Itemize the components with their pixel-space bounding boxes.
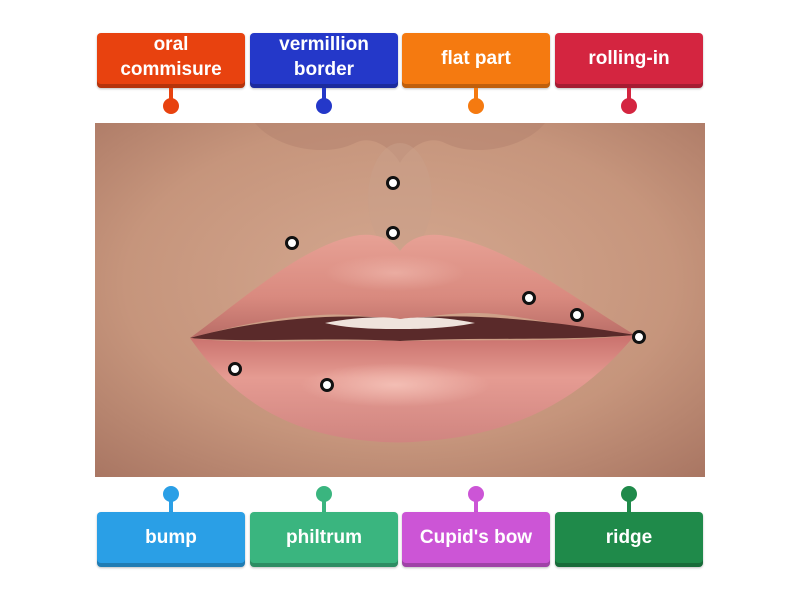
label-text: Cupid's bow: [419, 527, 533, 548]
connector-pin: [468, 98, 484, 114]
lips-photo: [95, 123, 705, 477]
lips-illustration: [95, 123, 705, 477]
label-vermillion-border[interactable]: vermillion border: [250, 33, 398, 88]
connector-stem: [322, 88, 326, 102]
label-flat-part[interactable]: flat part: [402, 33, 550, 88]
label-cupids-bow[interactable]: Cupid's bow: [402, 512, 550, 567]
hotspot-target[interactable]: [320, 378, 334, 392]
connector-stem: [627, 88, 631, 102]
connector-stem: [322, 498, 326, 512]
hotspot-target[interactable]: [228, 362, 242, 376]
label-rolling-in[interactable]: rolling-in: [555, 33, 703, 88]
hotspot-target[interactable]: [386, 176, 400, 190]
connector-pin: [468, 486, 484, 502]
label-line: vermillion: [279, 34, 369, 55]
label-text: rolling-in: [588, 48, 670, 69]
hotspot-target[interactable]: [632, 330, 646, 344]
label-text: flat part: [441, 48, 511, 69]
hotspot-target[interactable]: [570, 308, 584, 322]
connector-pin: [163, 486, 179, 502]
label-text: bump: [145, 527, 197, 548]
hotspot-target[interactable]: [285, 236, 299, 250]
label-philtrum[interactable]: philtrum: [250, 512, 398, 567]
hotspot-target[interactable]: [386, 226, 400, 240]
label-bump[interactable]: bump: [97, 512, 245, 567]
label-ridge[interactable]: ridge: [555, 512, 703, 567]
connector-pin: [621, 98, 637, 114]
label-text: ridge: [605, 527, 653, 548]
label-line: border: [293, 59, 355, 80]
connector-stem: [169, 88, 173, 102]
connector-pin: [621, 486, 637, 502]
label-line: oral: [153, 34, 189, 55]
label-text: philtrum: [286, 527, 362, 548]
connector-pin: [316, 486, 332, 502]
connector-stem: [169, 498, 173, 512]
label-oral-commisure[interactable]: oral commisure: [97, 33, 245, 88]
connector-pin: [316, 98, 332, 114]
connector-stem: [474, 88, 478, 102]
connector-pin: [163, 98, 179, 114]
connector-stem: [474, 498, 478, 512]
hotspot-target[interactable]: [522, 291, 536, 305]
label-line: commisure: [120, 59, 222, 80]
connector-stem: [627, 498, 631, 512]
